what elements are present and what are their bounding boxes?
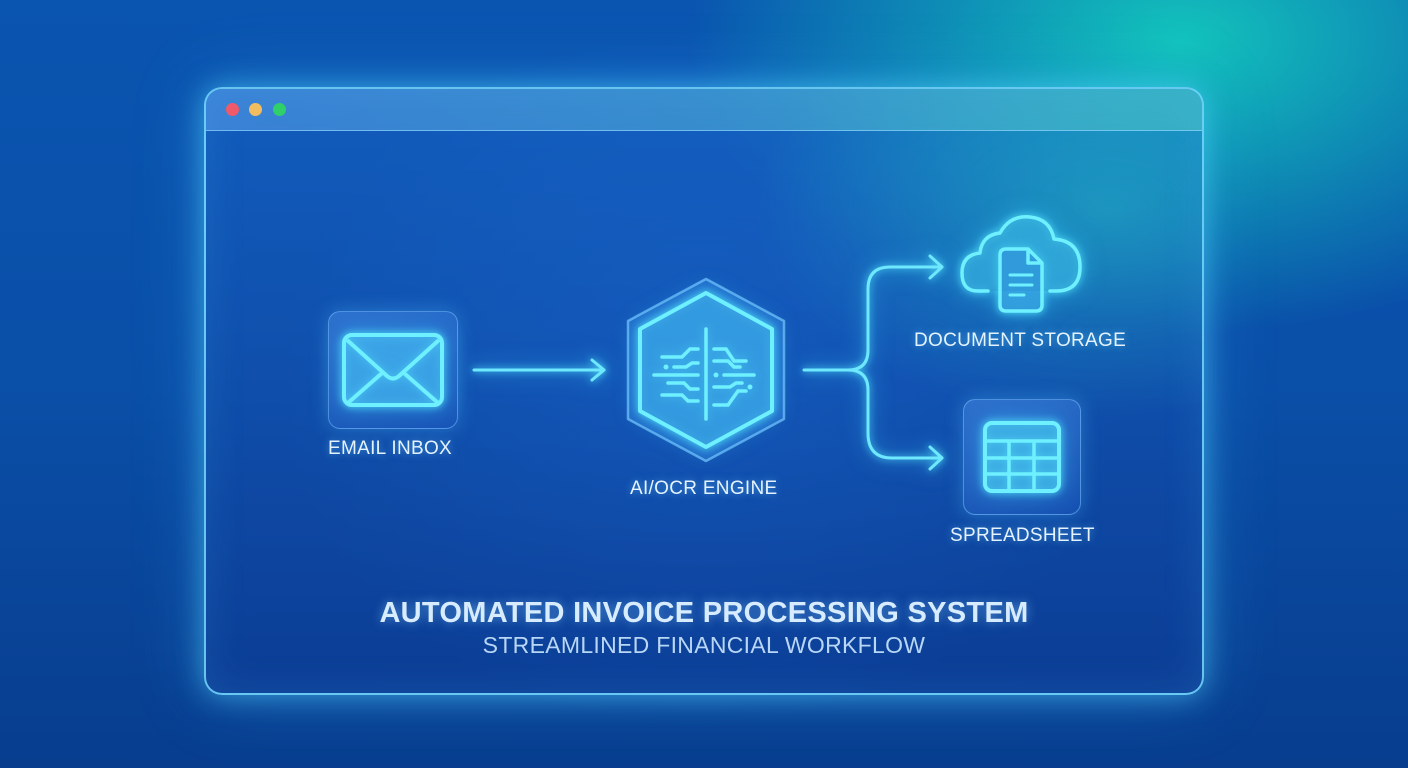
page-subtitle: STREAMLINED FINANCIAL WORKFLOW [482,632,926,658]
ai-circuit-hexagon-icon[interactable] [620,275,792,465]
arrow-email-to-engine [472,358,606,382]
document-storage-label: DOCUMENT STORAGE [914,330,1127,351]
ai-ocr-engine-label: AI/OCR ENGINE [630,478,778,499]
window-titlebar[interactable] [206,89,1202,131]
minimize-button[interactable] [249,103,262,116]
close-button[interactable] [226,103,239,116]
spreadsheet-grid-icon [983,421,1061,493]
cloud-document-icon[interactable] [960,213,1084,313]
branch-arrows-engine-to-outputs [802,254,944,471]
app-window: EMAIL INBOX [204,87,1204,695]
envelope-icon [342,333,444,407]
maximize-button[interactable] [273,103,286,116]
email-inbox-label: EMAIL INBOX [328,438,453,459]
email-inbox-node[interactable] [328,311,458,429]
page-title: AUTOMATED INVOICE PROCESSING SYSTEM [379,597,1029,629]
spreadsheet-node[interactable] [963,399,1081,515]
spreadsheet-label: SPREADSHEET [950,525,1095,546]
